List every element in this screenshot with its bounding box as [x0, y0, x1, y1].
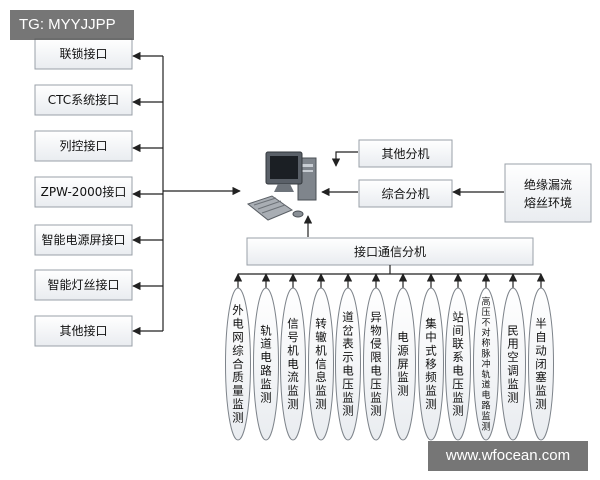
monitor-label: 民用空调监测 [507, 323, 519, 404]
other-analyzer-box: 其他分机 [358, 139, 453, 168]
left-interface-label: 联锁接口 [59, 46, 107, 61]
left-interface-label: 智能电源屏接口 [41, 232, 125, 247]
monitor-oval [253, 287, 279, 441]
left-interface-3: 列控接口 [34, 130, 163, 162]
monitor-label: 电源屏监测 [397, 330, 409, 398]
monitor-label: 站间联系电压监测 [452, 310, 464, 418]
monitor-oval [473, 287, 499, 441]
comm-analyzer-label: 接口通信分机 [354, 244, 426, 259]
monitor-item: 轨道电路监测 [253, 273, 279, 441]
insulation-box: 绝缘漏流 熔丝环境 [504, 163, 592, 223]
monitor-label: 集中式移频监测 [425, 317, 437, 411]
other-analyzer-label: 其他分机 [381, 147, 429, 161]
left-interface-label: 列控接口 [59, 138, 107, 153]
integrated-analyzer-label: 综合分机 [381, 186, 429, 201]
monitor-label: 异物侵限电压监测 [370, 310, 382, 418]
monitor-oval [225, 287, 251, 441]
left-interface-label: CTC系统接口 [48, 92, 119, 107]
monitor-item: 高压不对称脉冲轨道电路监测 [473, 273, 499, 441]
computer-icon [246, 151, 317, 221]
watermark-bottom: www.wfocean.com [428, 441, 588, 471]
monitor-item: 半自动闭塞监测 [528, 273, 554, 441]
monitor-label: 道岔表示电压监测 [342, 310, 354, 418]
monitor-label: 半自动闭塞监测 [535, 317, 547, 411]
monitor-label: 轨道电路监测 [260, 323, 272, 404]
monitor-oval [445, 287, 471, 441]
monitor-group: 外电网综合质量监测 轨道电路监测 信号机电流监测 转辙机信息监测 道岔表示电压监测 异物侵… [225, 273, 554, 441]
monitor-label: 信号机电流监测 [287, 317, 299, 411]
monitor-item: 异物侵限电压监测 [363, 273, 389, 441]
monitor-oval [335, 287, 361, 441]
watermark-top: TG: MYYJJPP [10, 10, 134, 40]
monitor-label: 外电网综合质量监测 [232, 303, 244, 424]
monitor-item: 外电网综合质量监测 [225, 273, 251, 441]
monitor-oval [280, 287, 306, 441]
insulation-label-line2: 熔丝环境 [524, 195, 572, 210]
monitor-item: 电源屏监测 [390, 273, 416, 441]
insulation-label-line1: 绝缘漏流 [524, 177, 572, 192]
monitor-oval [390, 287, 416, 441]
monitor-label: 高压不对称脉冲轨道电路监测 [481, 296, 490, 433]
monitor-item: 民用空调监测 [500, 273, 526, 441]
monitor-oval [528, 287, 554, 441]
monitor-oval [418, 287, 444, 441]
left-interface-label: 智能灯丝接口 [47, 277, 119, 292]
monitor-oval [363, 287, 389, 441]
left-interface-5: 智能电源屏接口 [34, 224, 163, 256]
other-analyzer-arrow [331, 151, 358, 167]
monitor-oval [500, 287, 526, 441]
monitor-item: 信号机电流监测 [280, 273, 306, 441]
left-interface-7: 其他接口 [34, 315, 163, 347]
monitor-item: 转辙机信息监测 [308, 273, 334, 441]
comm-analyzer-box: 接口通信分机 [246, 237, 534, 266]
monitor-item: 道岔表示电压监测 [335, 273, 361, 441]
left-interface-4: ZPW-2000接口 [34, 176, 163, 208]
left-interface-1: 联锁接口 [34, 38, 163, 70]
left-interface-label: ZPW-2000接口 [41, 184, 127, 199]
monitor-item: 集中式移频监测 [418, 273, 444, 441]
monitor-oval [308, 287, 334, 441]
left-interface-6: 智能灯丝接口 [34, 269, 163, 301]
left-interface-label: 其他接口 [59, 323, 107, 338]
monitor-item: 站间联系电压监测 [445, 273, 471, 441]
left-interface-2: CTC系统接口 [34, 84, 163, 116]
integrated-analyzer-box: 综合分机 [358, 179, 453, 208]
monitor-label: 转辙机信息监测 [315, 317, 327, 411]
